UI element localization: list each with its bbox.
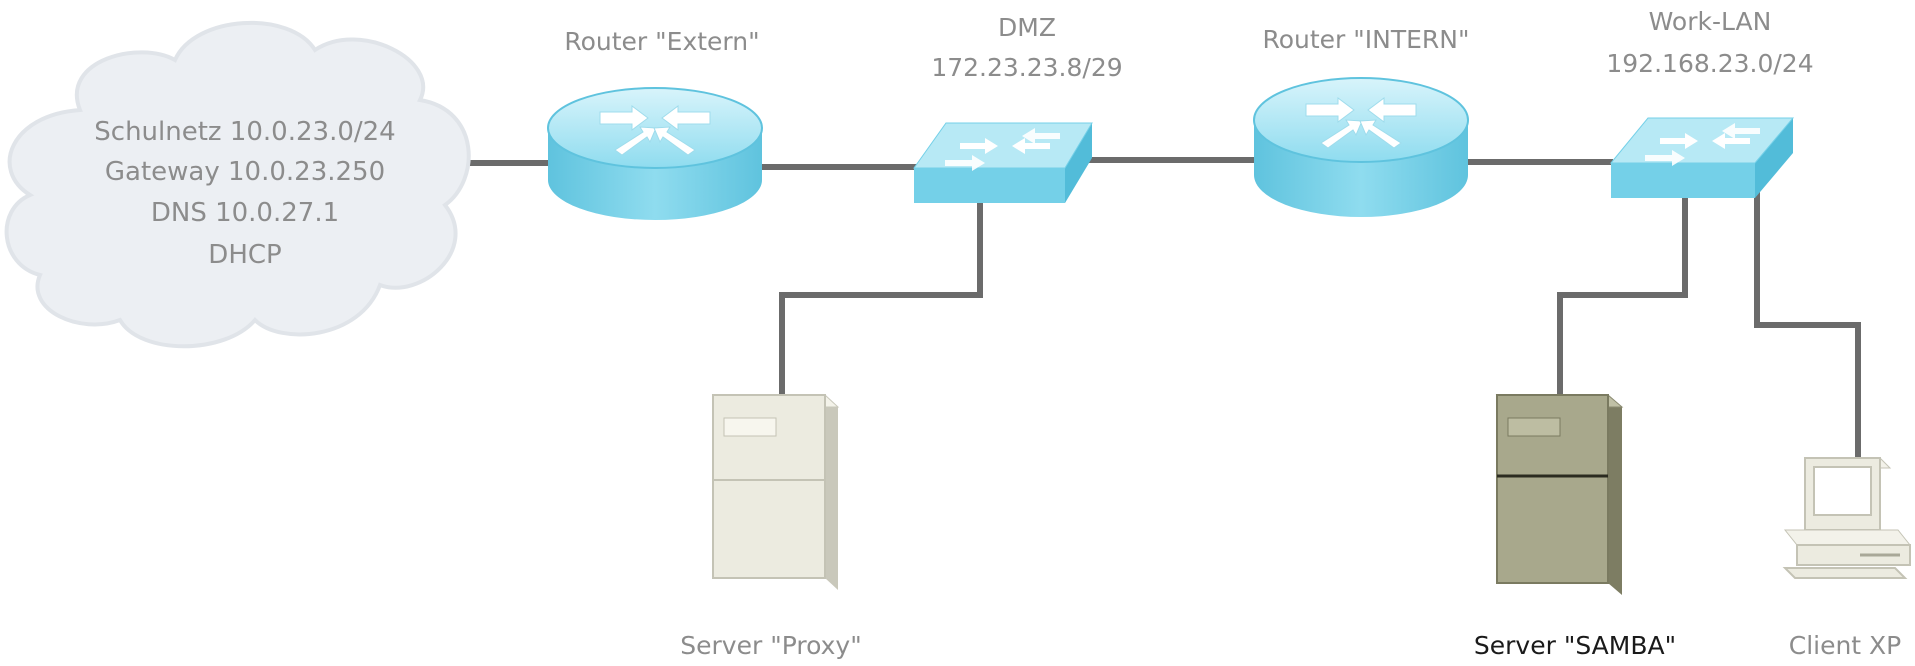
dmz-switch: DMZ 172.23.23.8/29 — [913, 13, 1123, 203]
switch-icon — [1609, 117, 1795, 198]
dmz-label: DMZ — [998, 13, 1056, 42]
link-dmz-proxy — [779, 200, 983, 403]
computer-icon — [1782, 457, 1912, 579]
server-icon — [711, 394, 840, 590]
cloud-shape — [4, 20, 471, 349]
school-network-cloud: Schulnetz 10.0.23.0/24 Gateway 10.0.23.2… — [4, 20, 471, 349]
router-icon — [547, 87, 763, 220]
links — [447, 157, 1861, 461]
server-proxy-label: Server "Proxy" — [680, 631, 861, 660]
client-xp: Client XP — [1782, 457, 1912, 660]
server-samba: Server "SAMBA" — [1474, 394, 1676, 660]
cloud-line-dhcp: DHCP — [208, 240, 281, 270]
dmz-subnet-label: 172.23.23.8/29 — [931, 53, 1122, 82]
client-xp-label: Client XP — [1789, 631, 1902, 660]
server-samba-label: Server "SAMBA" — [1474, 631, 1676, 660]
server-icon — [1495, 394, 1624, 595]
router-extern-label: Router "Extern" — [564, 27, 759, 56]
server-proxy: Server "Proxy" — [680, 394, 862, 660]
switch-icon — [913, 122, 1093, 203]
link-worklan-client — [1754, 192, 1861, 461]
router-intern: Router "INTERN" — [1253, 25, 1470, 217]
cloud-line-gateway: Gateway 10.0.23.250 — [105, 157, 385, 187]
router-intern-label: Router "INTERN" — [1262, 25, 1469, 54]
work-lan-subnet-label: 192.168.23.0/24 — [1606, 49, 1813, 78]
cloud-line-dns: DNS 10.0.27.1 — [151, 198, 339, 228]
cloud-line-subnet: Schulnetz 10.0.23.0/24 — [94, 117, 395, 147]
work-lan-switch: Work-LAN 192.168.23.0/24 — [1606, 7, 1814, 198]
router-extern: Router "Extern" — [547, 27, 763, 220]
link-worklan-samba — [1557, 192, 1688, 408]
work-lan-label: Work-LAN — [1649, 7, 1772, 36]
router-icon — [1253, 77, 1469, 217]
